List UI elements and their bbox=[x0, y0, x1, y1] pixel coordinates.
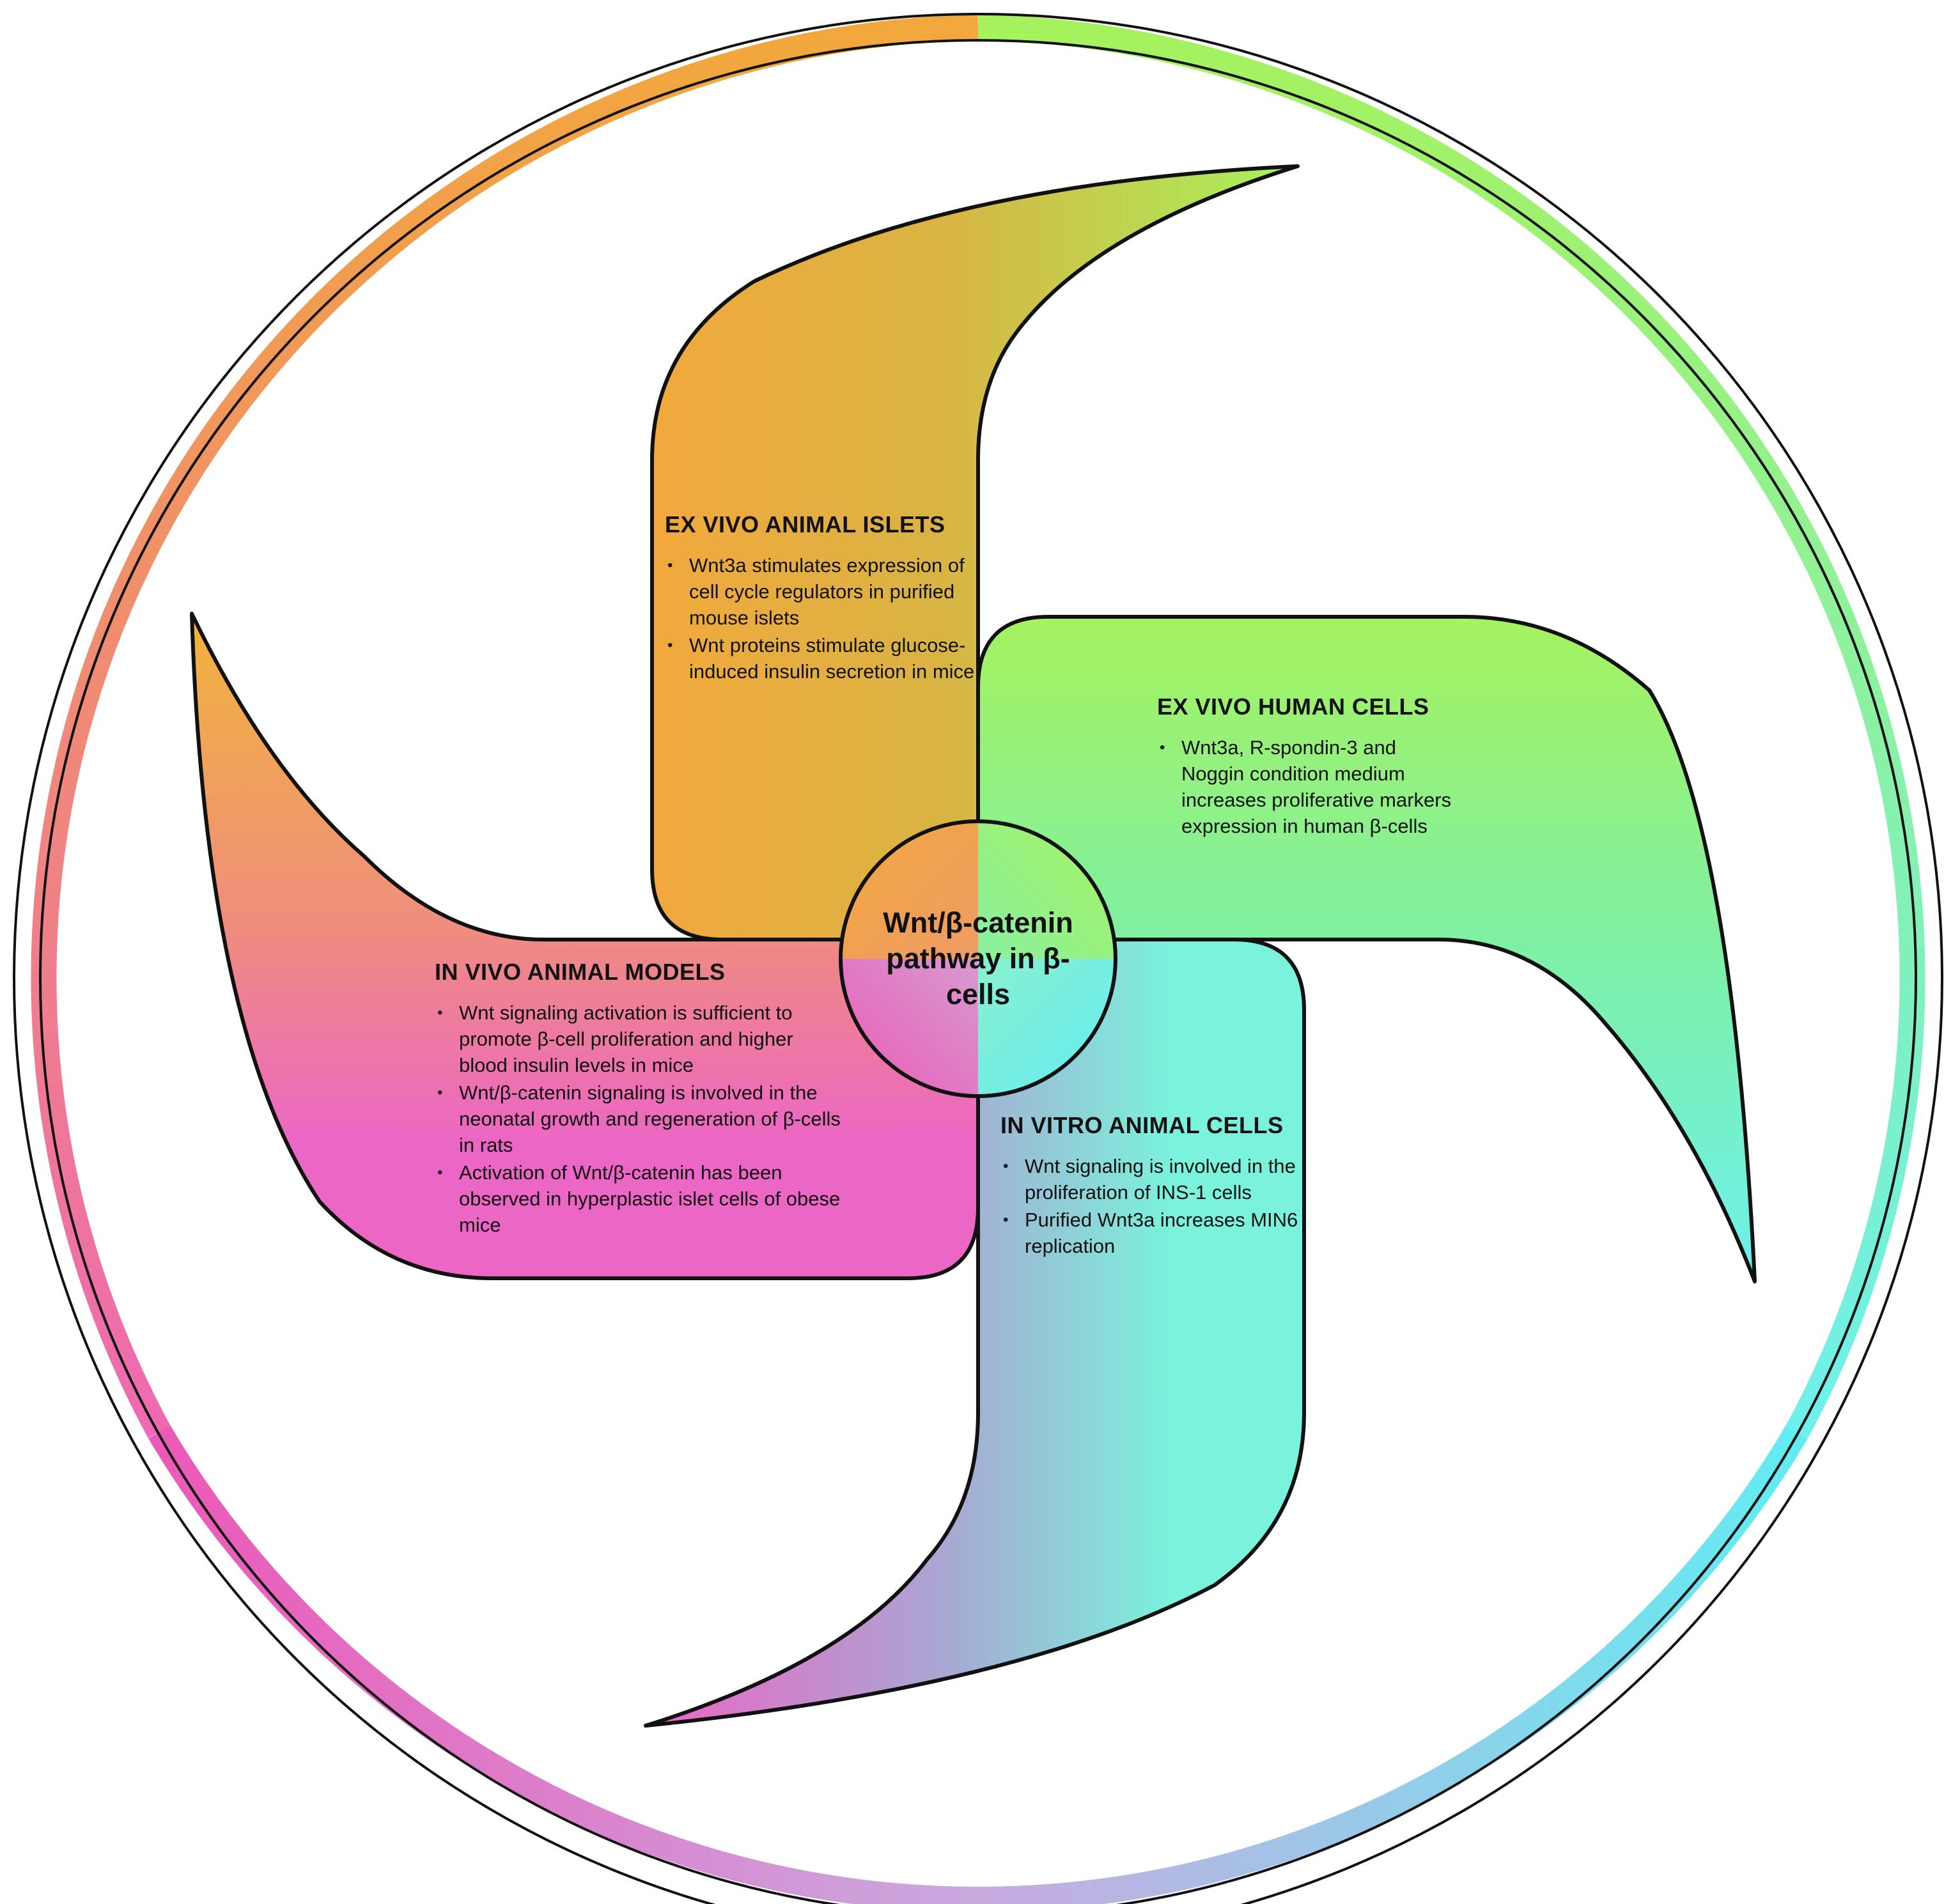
center-title: Wnt/β-catenin pathway in β-cells bbox=[841, 821, 1116, 1096]
bullet-item: Wnt signaling activation is sufficient t… bbox=[435, 1000, 844, 1078]
center-title-text: Wnt/β-catenin pathway in β-cells bbox=[883, 906, 1073, 1010]
outer-ring-bottom-arc bbox=[148, 1425, 1808, 1904]
section-ex-vivo-human-cells: EX VIVO HUMAN CELLS Wnt3a, R-spondin-3 a… bbox=[1157, 693, 1458, 840]
bullet-item: Purified Wnt3a increases MIN6 replicatio… bbox=[1000, 1207, 1314, 1259]
bullet-list: Wnt signaling activation is sufficient t… bbox=[435, 1000, 844, 1238]
bullet-item: Wnt proteins stimulate glucose-induced i… bbox=[665, 632, 984, 685]
bullet-list: Wnt signaling is involved in the prolife… bbox=[1000, 1153, 1314, 1259]
section-in-vitro-animal-cells: IN VITRO ANIMAL CELLS Wnt signaling is i… bbox=[1000, 1112, 1314, 1260]
section-ex-vivo-animal-islets: EX VIVO ANIMAL ISLETS Wnt3a stimulates e… bbox=[665, 511, 984, 686]
section-in-vivo-animal-models: IN VIVO ANIMAL MODELS Wnt signaling acti… bbox=[435, 959, 844, 1239]
section-heading: EX VIVO HUMAN CELLS bbox=[1157, 693, 1429, 720]
section-heading: IN VITRO ANIMAL CELLS bbox=[1000, 1112, 1284, 1138]
bullet-item: Wnt3a, R-spondin-3 and Noggin condition … bbox=[1157, 734, 1458, 839]
bullet-item: Wnt3a stimulates expression of cell cycl… bbox=[665, 552, 984, 631]
bullet-item: Activation of Wnt/β-catenin has been obs… bbox=[435, 1159, 844, 1238]
center-circle bbox=[839, 819, 1117, 1098]
bullet-item: Wnt signaling is involved in the prolife… bbox=[1000, 1153, 1314, 1205]
bullet-list: Wnt3a, R-spondin-3 and Noggin condition … bbox=[1157, 734, 1458, 839]
bullet-item: Wnt/β-catenin signaling is involved in t… bbox=[435, 1080, 844, 1158]
section-heading: EX VIVO ANIMAL ISLETS bbox=[665, 511, 945, 538]
blade-in-vitro-animal-cells bbox=[644, 938, 1306, 1728]
bullet-list: Wnt3a stimulates expression of cell cycl… bbox=[665, 552, 984, 685]
outer-ring bbox=[13, 13, 1943, 1904]
section-heading: IN VIVO ANIMAL MODELS bbox=[435, 959, 726, 985]
